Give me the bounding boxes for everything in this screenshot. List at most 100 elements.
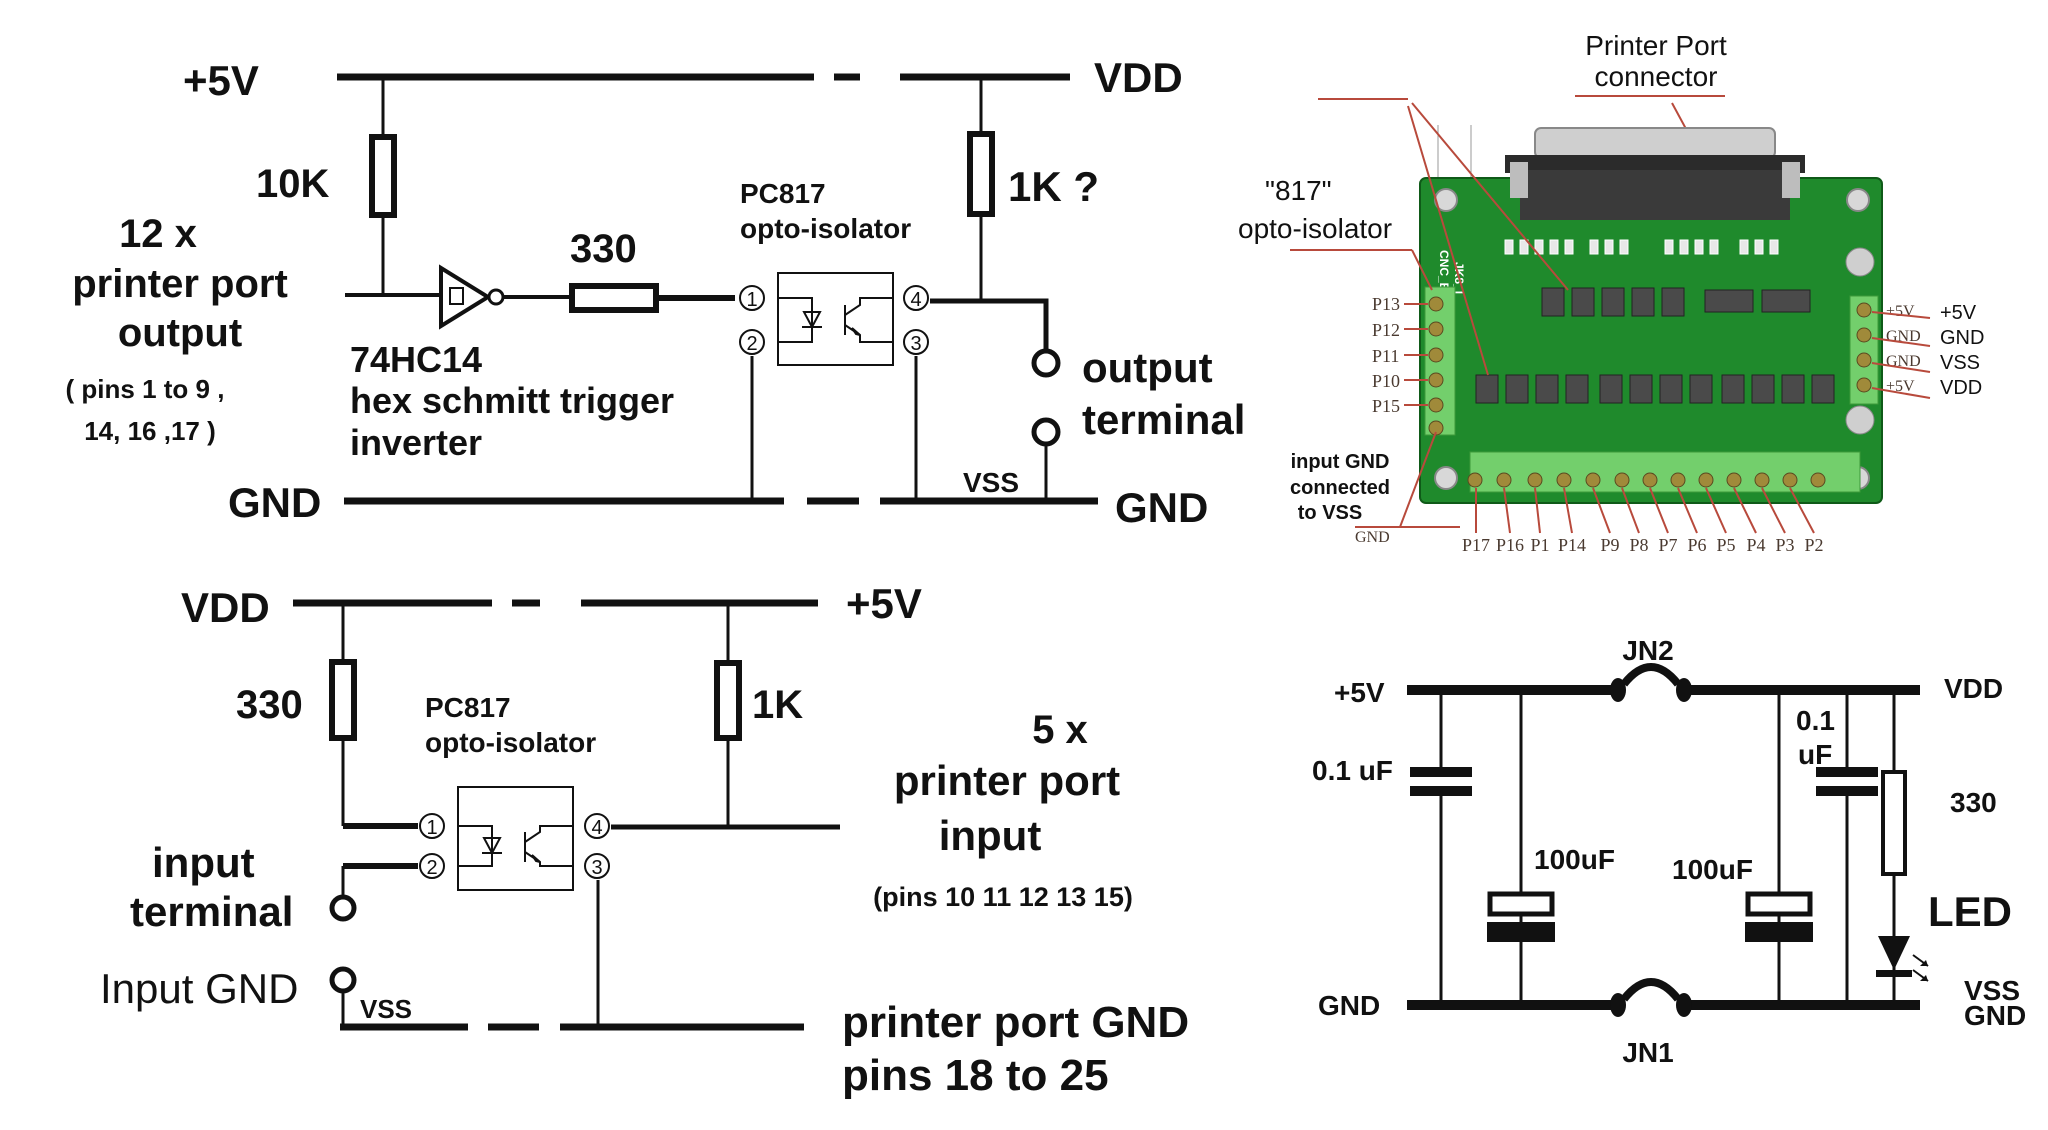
output-pins-line: 14, 16 ,17 ) (84, 416, 216, 446)
bottom-terminal-screws (1467, 472, 1826, 488)
opto-pin-2: 2 (739, 329, 765, 355)
svg-text:1: 1 (426, 817, 437, 839)
opto-chip-row (1541, 287, 1811, 317)
gate-label: 74HC14 (350, 339, 482, 380)
input-terminal-icon (329, 894, 357, 922)
resistor-330-label: 330 (1950, 787, 1997, 818)
terminal-label: P15 (1372, 396, 1400, 416)
vss-label: VSS (360, 994, 412, 1024)
input-gnd-label: Input GND (100, 965, 298, 1012)
input-title-line: printer port (894, 757, 1120, 804)
input-gnd-note: input GND (1291, 451, 1390, 473)
output-terminal-icon (1031, 348, 1061, 378)
terminal-label: P4 (1746, 535, 1765, 555)
smd-resistor-row (1504, 239, 1779, 255)
output-title-line: output (118, 311, 242, 355)
cap-label: 100uF (1672, 854, 1753, 885)
bottom-terminal-labels: P17 P16 P1 P14 P9 P8 P7 P6 P5 P4 P3 P2 (1462, 487, 1824, 555)
output-wire (930, 298, 1049, 350)
opto-callout-label: "817" (1265, 175, 1332, 206)
optocoupler-icon (777, 272, 894, 366)
power-terminal-label: VSS (1940, 352, 1980, 374)
cap-label: uF (1798, 739, 1832, 770)
vss-label: VSS (963, 467, 1019, 498)
input-terminal-label: terminal (130, 888, 293, 935)
resistor-10k-label: 10K (256, 162, 329, 206)
resistor-1k (714, 660, 742, 741)
terminal-label: P1 (1530, 535, 1549, 555)
power-silk-label: +5V (1886, 303, 1915, 320)
output-circuit: +5V VDD 10K 12 x printer port output ( p… (66, 54, 1246, 531)
resistor-1k (967, 131, 995, 217)
resistor-10k (369, 134, 397, 218)
power-supply-left-label: +5V (1334, 677, 1385, 708)
input-supply-right-label: +5V (846, 580, 922, 627)
jumper-jn2-icon (1610, 663, 1692, 702)
resistor-330 (569, 283, 659, 313)
terminal-label: P11 (1372, 346, 1399, 366)
svg-text:4: 4 (591, 817, 602, 839)
db25-connector-icon (1505, 127, 1805, 220)
terminal-label: P3 (1775, 535, 1794, 555)
power-gnd-label: GND (1318, 990, 1380, 1021)
svg-text:2: 2 (426, 857, 437, 879)
terminal-label: P9 (1600, 535, 1619, 555)
input-title-line: input (939, 812, 1042, 859)
cap-label: 0.1 (1796, 705, 1835, 736)
svg-text:1: 1 (746, 289, 757, 311)
opto-desc-label: opto-isolator (740, 213, 911, 244)
input-pins-line: (pins 10 11 12 13 15) (873, 882, 1133, 912)
cap-label: 100uF (1534, 844, 1615, 875)
board-photo: Printer Port connector CNC_BOX JK8_I (1238, 30, 1984, 555)
electrolytic-cap (1845, 247, 1875, 277)
capacitor-icon (1816, 767, 1878, 796)
terminal-label: P13 (1372, 294, 1400, 314)
power-terminal-label: VDD (1940, 377, 1982, 399)
power-gnd-right-label: VSS (1964, 975, 2020, 1006)
opto-part-label: PC817 (740, 178, 826, 209)
output-title-line: printer port (72, 262, 288, 306)
resistor-330 (1881, 770, 1907, 876)
power-gnd-right-label: GND (1964, 1000, 2026, 1031)
terminal-label: P2 (1804, 535, 1823, 555)
resistor-330-label: 330 (236, 683, 303, 727)
opto-callout-arrow (1411, 102, 1569, 291)
capacitor-icon (1410, 767, 1472, 796)
resistor-1k-label: 1K ? (1008, 163, 1099, 210)
terminal-label: P14 (1558, 535, 1586, 555)
svg-text:3: 3 (591, 857, 602, 879)
output-gnd-right-label: GND (1115, 484, 1208, 531)
opto-callout-label: opto-isolator (1238, 213, 1392, 244)
terminal-label: P5 (1716, 535, 1735, 555)
electrolytic-capacitor-icon (1745, 891, 1813, 942)
electrolytic-cap (1845, 405, 1875, 435)
bottom-terminal-block (1469, 451, 1861, 493)
opto-pin-4: 4 (903, 285, 929, 311)
output-supply-right-label: VDD (1094, 54, 1183, 101)
mount-hole (1846, 188, 1870, 212)
input-gnd-terminal-icon (329, 966, 357, 994)
output-supply-left-label: +5V (183, 57, 259, 104)
printer-gnd-label: printer port GND (842, 998, 1189, 1047)
opto-chip-row (1475, 374, 1835, 404)
power-circuit: +5V VDD JN2 JN1 GND VSS GND 0 (1312, 635, 2026, 1068)
power-terminal-label: +5V (1940, 302, 1977, 324)
opto-pin-1: 1 (739, 285, 765, 311)
input-gnd-note: connected (1290, 477, 1390, 499)
terminal-label: P17 (1462, 535, 1490, 555)
terminal-label: P16 (1496, 535, 1524, 555)
jumper-jn1-icon (1610, 978, 1692, 1017)
left-terminal-labels: P13 P12 P11 P10 P15 (1372, 294, 1428, 416)
output-terminal-label: output (1082, 344, 1213, 391)
opto-pin-2: 2 (419, 853, 445, 879)
connector-label: Printer Port (1585, 30, 1727, 61)
output-title-line: 12 x (119, 212, 197, 256)
printer-gnd-label: pins 18 to 25 (842, 1051, 1109, 1100)
jumper-bottom-label: JN1 (1622, 1037, 1673, 1068)
power-terminal-label: GND (1940, 327, 1984, 349)
output-terminal-icon (1031, 417, 1061, 447)
resistor-330-label: 330 (570, 227, 637, 271)
output-pins-line: ( pins 1 to 9 , (66, 374, 225, 404)
gnd-pin-label: GND (1355, 529, 1390, 546)
jumper-top-label: JN2 (1622, 635, 1673, 666)
